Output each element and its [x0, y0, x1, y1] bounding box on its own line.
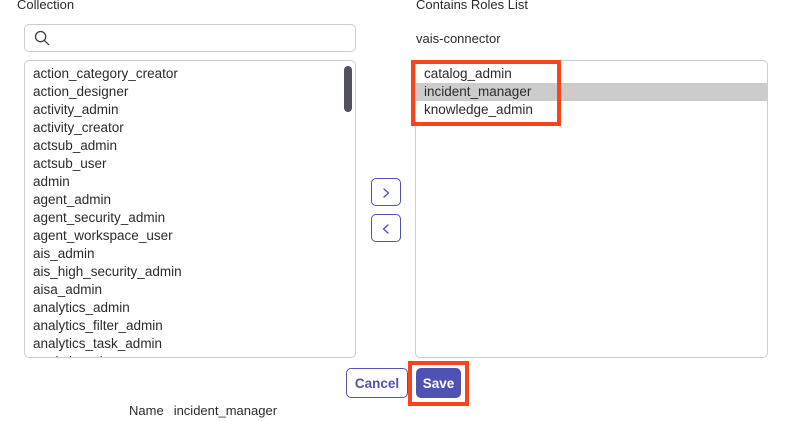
collection-list-item[interactable]: ais_high_security_admin [33, 264, 182, 279]
collection-list-item[interactable]: aisa_admin [33, 282, 103, 297]
collection-search-box[interactable] [24, 24, 356, 52]
collection-list-item[interactable]: analytics_filter_admin [33, 318, 163, 333]
footer-name-row: Name incident_manager [129, 403, 277, 419]
collection-search-input[interactable] [51, 25, 355, 51]
cancel-button[interactable]: Cancel [346, 368, 408, 398]
collection-list-item[interactable]: admin [33, 174, 70, 189]
move-left-button[interactable] [371, 214, 401, 242]
subject-name-text: vais-connector [416, 31, 501, 46]
collection-list-item[interactable]: analytics_task_admin [33, 336, 163, 351]
collection-panel-label: Collection [17, 0, 75, 12]
roles-list-item[interactable]: knowledge_admin [424, 102, 533, 117]
collection-list-item[interactable]: activity_admin [33, 102, 119, 117]
roles-list-item[interactable]: incident_manager [416, 83, 767, 101]
name-field-value: incident_manager [173, 403, 278, 418]
collection-list-item[interactable]: activity_creator [33, 120, 124, 135]
roles-list-item[interactable]: catalog_admin [424, 66, 512, 81]
name-field-label: Name [129, 403, 164, 418]
collection-list-item[interactable]: actsub_admin [33, 138, 118, 153]
collection-list-item[interactable]: ais_admin [33, 246, 95, 261]
save-button[interactable]: Save [416, 368, 461, 398]
collection-list-item[interactable]: agent_workspace_user [33, 228, 173, 243]
contains-roles-list-label: Contains Roles List [416, 0, 528, 12]
collection-list-item[interactable]: analytics_admin [33, 300, 130, 315]
collection-list-scrollbar[interactable] [343, 63, 353, 355]
chevron-right-icon [380, 186, 392, 198]
collection-list-item[interactable]: action_designer [33, 84, 129, 99]
collection-list-item[interactable]: actsub_user [33, 156, 107, 171]
search-icon [33, 29, 51, 47]
collection-list-scrollbar-thumb[interactable] [344, 66, 352, 112]
move-right-button[interactable] [371, 178, 401, 206]
collection-list-item[interactable]: action_category_creator [33, 66, 178, 81]
chevron-left-icon [380, 222, 392, 234]
collection-list-item[interactable]: agent_security_admin [33, 210, 166, 225]
collection-list-item[interactable]: analytics_viewer [25, 353, 355, 357]
collection-list-item[interactable]: agent_admin [33, 192, 112, 207]
